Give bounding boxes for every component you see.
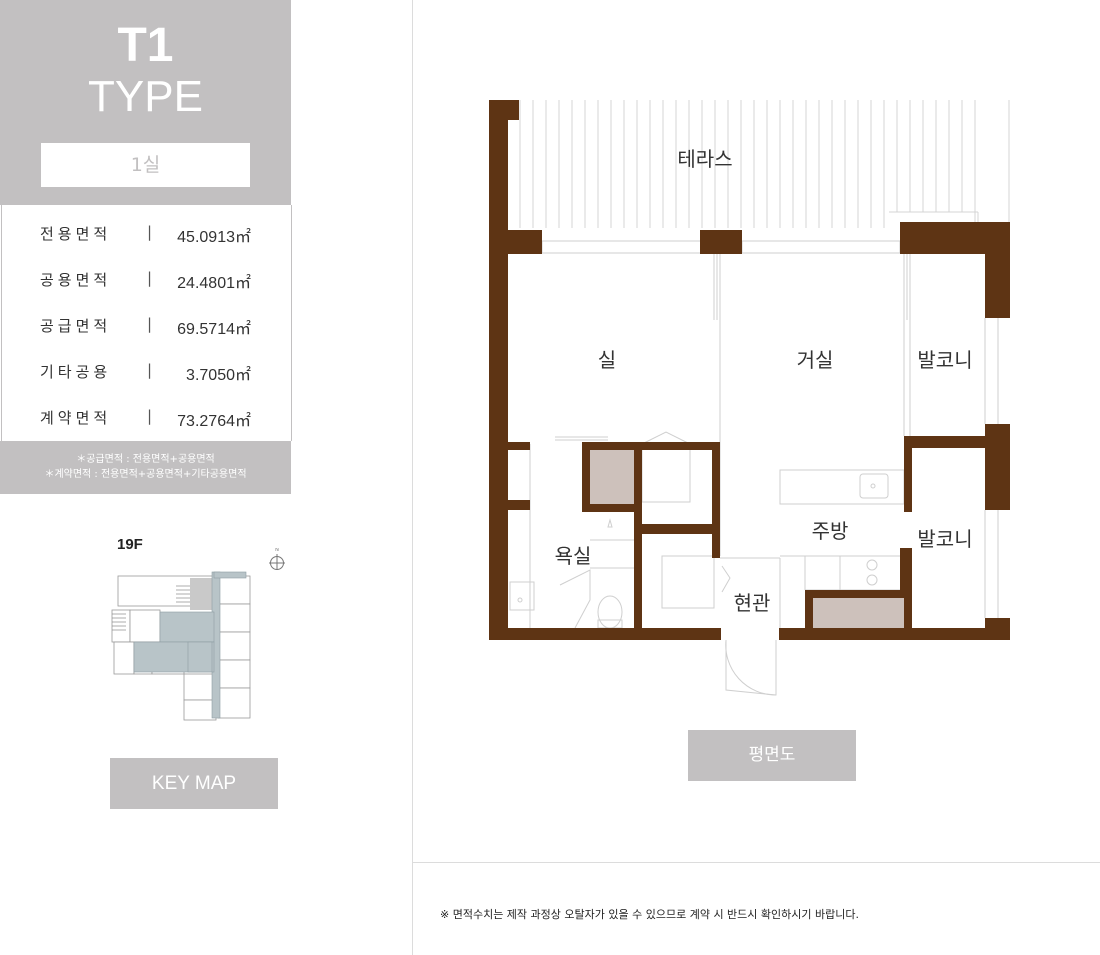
note-supply: ＊공급면적 : 전용면적+공용면적 xyxy=(76,454,215,465)
area-separator: | xyxy=(147,407,153,425)
area-label: 계약면적 xyxy=(40,409,112,427)
type-word: TYPE xyxy=(88,72,203,121)
area-value: 3.7050㎡ xyxy=(186,367,251,384)
room-label-kitchen: 주방 xyxy=(812,519,849,543)
fixtures xyxy=(590,450,904,628)
room-label-room: 실 xyxy=(598,348,616,372)
floor-plan: 테라스 실 거실 발코니 발코니 욕실 주방 현관 xyxy=(489,100,1010,696)
compass-north-label: N xyxy=(275,548,279,553)
area-table: 전용면적 | 45.0913㎡ 공용면적 | 24.4801㎡ 공급면적 | 6… xyxy=(1,205,292,441)
compass-icon: N xyxy=(269,548,285,570)
room-label-balcony-top: 발코니 xyxy=(917,348,972,372)
area-notes: ＊공급면적 : 전용면적+공용면적 ＊계약면적 : 전용면적+공용면적+기타공용… xyxy=(0,441,291,494)
walls xyxy=(489,100,1010,640)
floor-plan-button[interactable]: 평면도 xyxy=(688,730,856,781)
floor-label: 19F xyxy=(117,536,143,553)
area-row-common: 공용면적 | 24.4801㎡ xyxy=(2,255,291,301)
area-label: 공용면적 xyxy=(40,271,112,289)
area-label: 공급면적 xyxy=(40,317,112,335)
vertical-divider xyxy=(412,0,413,955)
key-map-button[interactable]: KEY MAP xyxy=(110,758,278,809)
type-header: T1 TYPE 1실 xyxy=(0,0,291,205)
area-label: 전용면적 xyxy=(40,225,112,243)
room-label-bath: 욕실 xyxy=(555,544,592,568)
area-value: 45.0913㎡ xyxy=(177,229,251,246)
type-panel: T1 TYPE 1실 전용면적 | 45.0913㎡ 공용면적 | 24.480… xyxy=(0,0,292,955)
area-separator: | xyxy=(147,269,153,287)
area-value: 73.2764㎡ xyxy=(177,413,251,430)
area-separator: | xyxy=(147,315,153,333)
area-row-contract: 계약면적 | 73.2764㎡ xyxy=(2,393,291,439)
disclaimer-text: ※ 면적수치는 제작 과정상 오탈자가 있을 수 있으므로 계약 시 반드시 확… xyxy=(440,908,859,921)
area-separator: | xyxy=(147,361,153,379)
area-value: 69.5714㎡ xyxy=(177,321,251,338)
note-contract: ＊계약면적 : 전용면적+공용면적+기타공용면적 xyxy=(44,469,247,480)
room-label-terrace: 테라스 xyxy=(677,147,732,171)
terrace-deck xyxy=(519,100,1010,228)
area-separator: | xyxy=(147,223,153,241)
area-row-supply: 공급면적 | 69.5714㎡ xyxy=(2,301,291,347)
horizontal-divider xyxy=(413,862,1100,863)
room-label-living: 거실 xyxy=(797,348,834,372)
room-label-entrance: 현관 xyxy=(734,591,771,615)
room-label-balcony-bottom: 발코니 xyxy=(917,527,972,551)
room-count-badge: 1실 xyxy=(41,143,250,187)
type-code: T1 xyxy=(117,19,174,72)
area-label: 기타공용 xyxy=(40,363,112,381)
area-row-other-common: 기타공용 | 3.7050㎡ xyxy=(2,347,291,393)
area-value: 24.4801㎡ xyxy=(177,275,251,292)
area-row-exclusive: 전용면적 | 45.0913㎡ xyxy=(2,209,291,255)
key-map-diagram: N xyxy=(111,548,285,721)
